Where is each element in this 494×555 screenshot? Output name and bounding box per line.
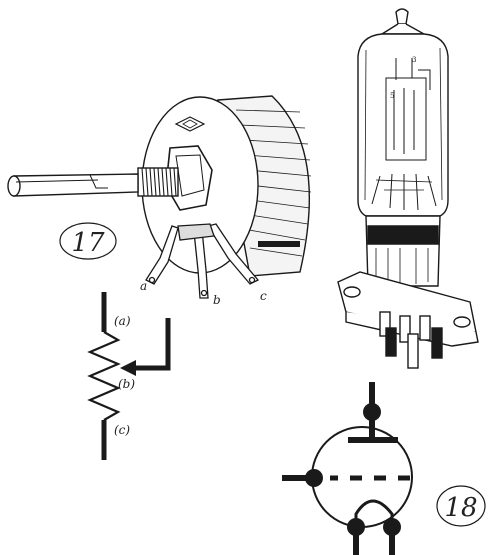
vacuum-tube-drawing: 5 3: [337, 8, 479, 369]
potentiometer-drawing: [7, 95, 312, 299]
svg-text:3: 3: [412, 56, 416, 64]
symbol-label-b: (b): [118, 377, 135, 391]
pin-label-a: a: [140, 279, 147, 293]
figure-18-label: 18: [436, 485, 486, 527]
vacuum-tube-symbol: [282, 382, 413, 555]
svg-text:5: 5: [390, 92, 394, 100]
figure-17-number: 17: [71, 228, 105, 258]
figure-17-label: 17: [59, 222, 117, 260]
symbol-label-c: (c): [114, 423, 130, 437]
pin-label-b: b: [213, 293, 221, 307]
potentiometer-symbol: [87, 292, 171, 460]
symbol-label-a: (a): [114, 314, 131, 328]
pin-label-c: c: [260, 289, 267, 303]
figure-18-number: 18: [444, 493, 477, 523]
